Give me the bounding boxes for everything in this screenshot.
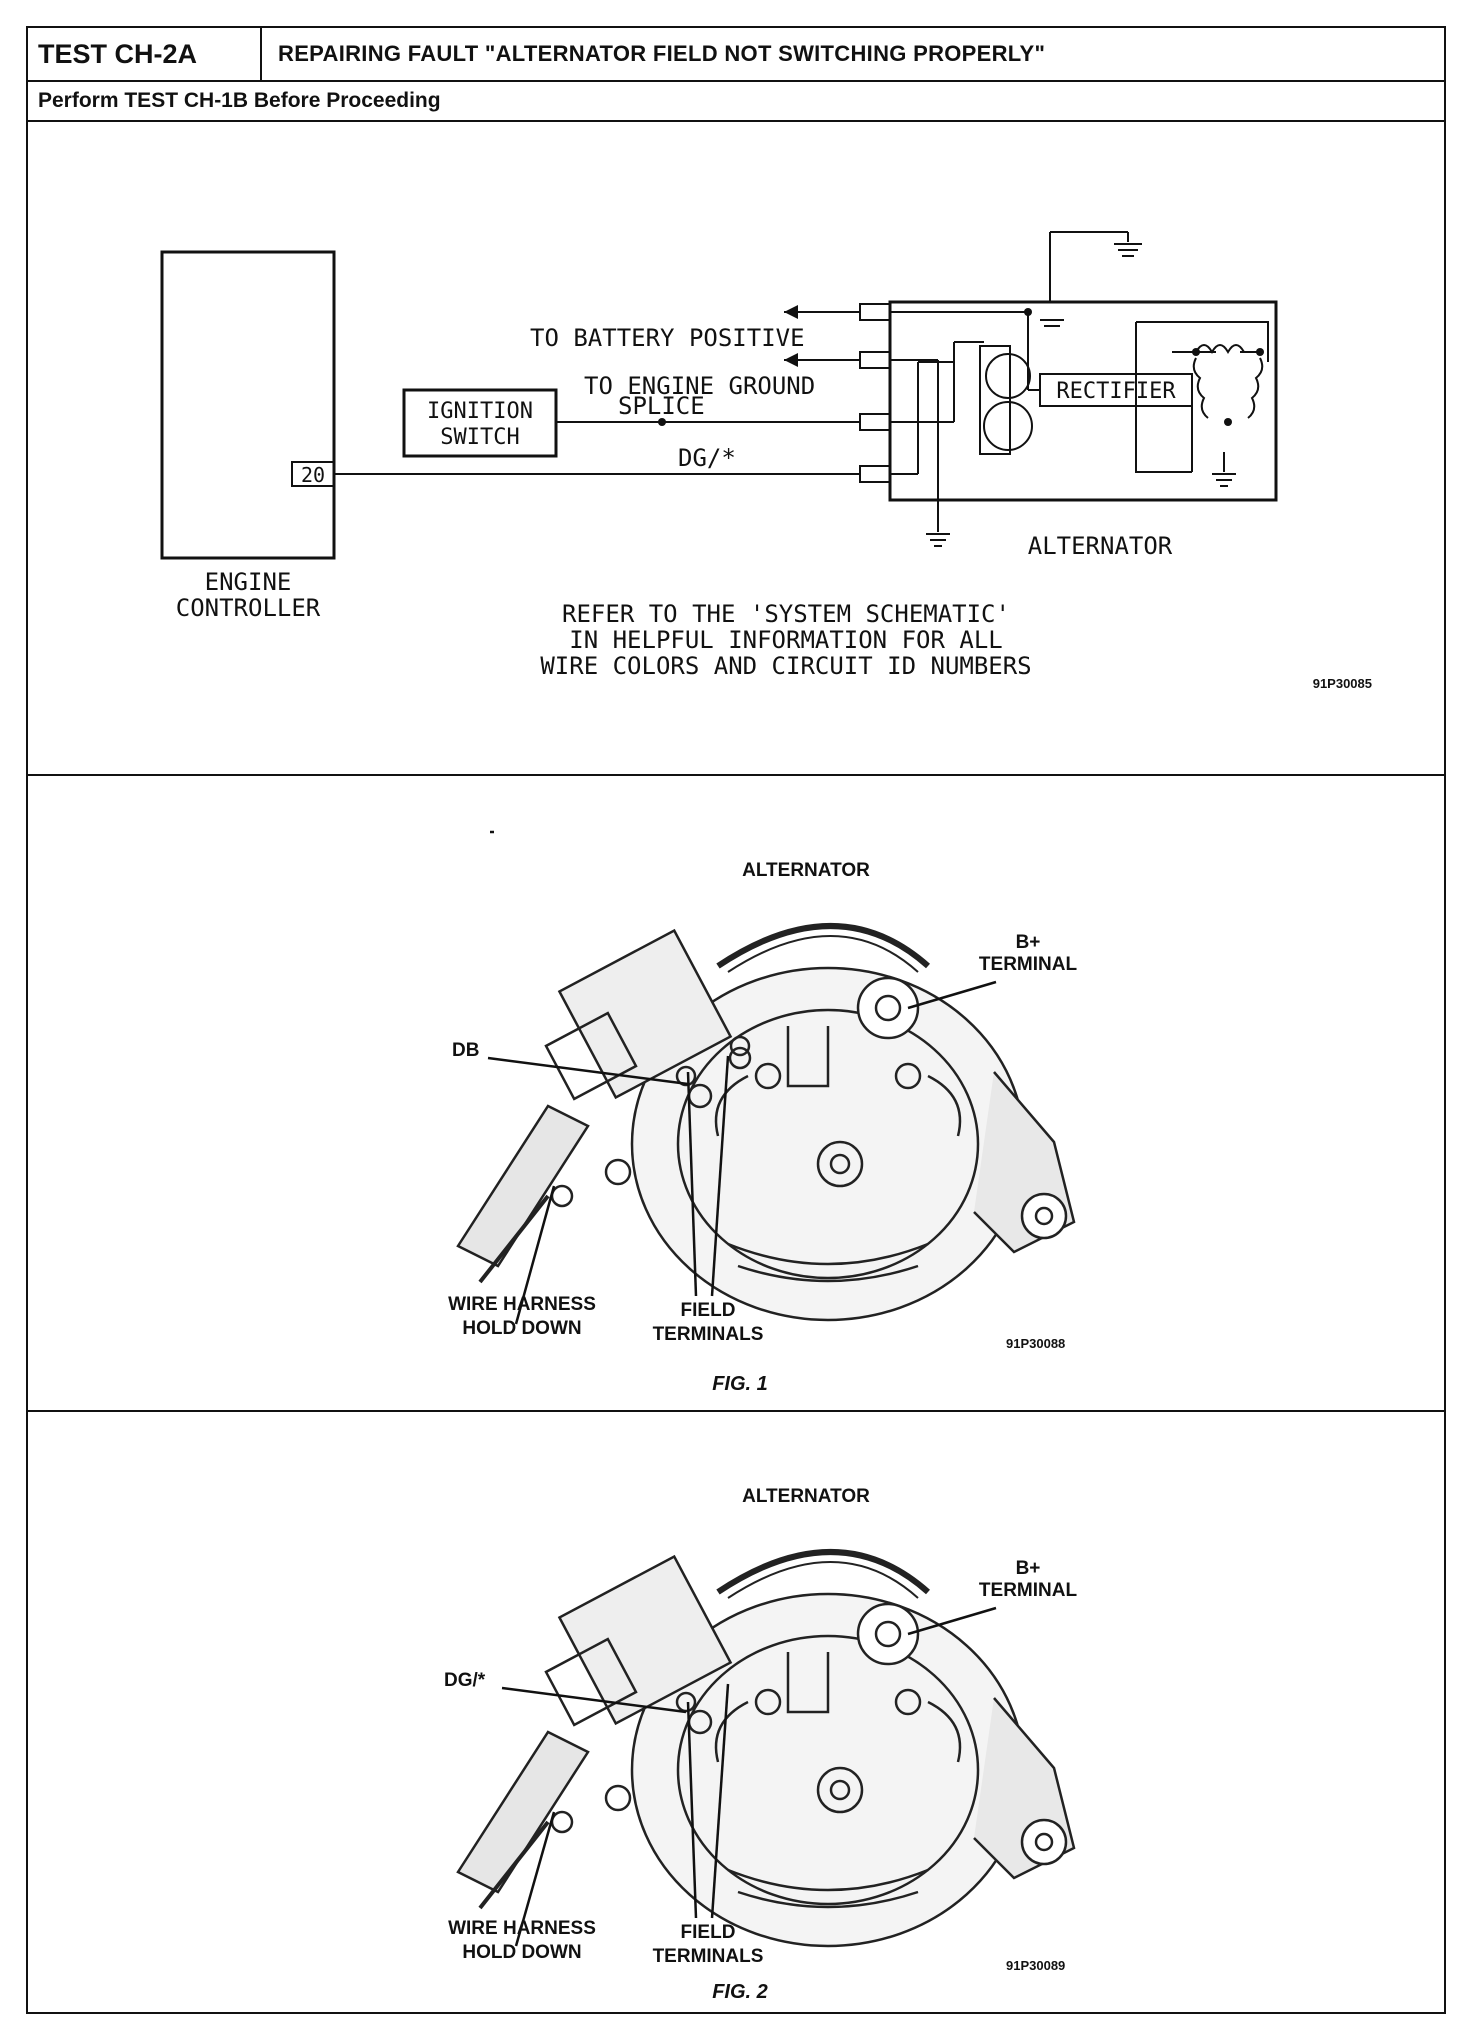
engine-controller-box xyxy=(160,250,336,560)
fig1-harness-2: HOLD DOWN xyxy=(462,1318,581,1339)
note-line-2: IN HELPFUL INFORMATION FOR ALL xyxy=(569,626,1002,654)
figure-1-illustration: ALTERNATOR B+ TERMINAL DB WIRE HARNESS H… xyxy=(448,830,1078,1395)
fig2-harness-1: WIRE HARNESS xyxy=(448,1918,596,1939)
fig2-code: 91P30089 xyxy=(1006,1958,1065,1973)
fig1-field-2: TERMINALS xyxy=(653,1324,764,1345)
fig2-field-1: FIELD xyxy=(681,1922,736,1943)
note-line-1: REFER TO THE 'SYSTEM SCHEMATIC' xyxy=(562,600,1010,628)
fig2-bplus-2: TERMINAL xyxy=(979,1580,1078,1601)
field-pointer-1 xyxy=(686,1071,698,1297)
alternator-box xyxy=(888,300,1278,502)
b-plus-pointer-2 xyxy=(907,1606,997,1636)
field-pointer-2 xyxy=(710,1055,730,1297)
engine-controller-label-2: CONTROLLER xyxy=(176,594,321,622)
figure-1-panel: ALTERNATOR B+ TERMINAL DB WIRE HARNESS H… xyxy=(28,776,1444,1412)
fig1-code: 91P30088 xyxy=(1006,1336,1065,1351)
engine-controller-label-1: ENGINE xyxy=(205,568,292,596)
fig1-caption: FIG. 1 xyxy=(712,1373,768,1395)
wire-pointer xyxy=(487,1056,689,1086)
ignition-label-1: IGNITION xyxy=(427,399,533,424)
fig1-title: ALTERNATOR xyxy=(742,860,870,881)
fig1-bplus-2: TERMINAL xyxy=(979,954,1078,975)
schematic-panel: ENGINE CONTROLLER 20 IGNITION SWITCH TO … xyxy=(28,122,1444,776)
b-plus-pointer xyxy=(907,980,997,1010)
wiring-schematic: ENGINE CONTROLLER 20 IGNITION SWITCH TO … xyxy=(160,231,1372,691)
to-ground-label: TO ENGINE GROUND xyxy=(584,372,815,400)
controller-pin: 20 xyxy=(301,463,325,487)
fig2-caption: FIG. 2 xyxy=(712,1981,768,2003)
field-pointer-4 xyxy=(710,1683,730,1919)
harness-pointer-2 xyxy=(514,1811,556,1947)
harness-pointer xyxy=(514,1185,556,1325)
fig1-wire-label: DB xyxy=(452,1040,479,1061)
header-bar: TEST CH-2A REPAIRING FAULT "ALTERNATOR F… xyxy=(28,28,1444,82)
splice-label: SPLICE xyxy=(618,392,705,420)
fig2-field-2: TERMINALS xyxy=(653,1946,764,1967)
test-id: TEST CH-2A xyxy=(28,28,262,80)
to-battery-label: TO BATTERY POSITIVE xyxy=(530,324,805,352)
alternator-drawing-2 xyxy=(456,1549,1076,1948)
fig2-bplus-1: B+ xyxy=(1016,1558,1041,1579)
diagnostic-page: TEST CH-2A REPAIRING FAULT "ALTERNATOR F… xyxy=(26,26,1446,2014)
alternator-label: ALTERNATOR xyxy=(1028,532,1173,560)
note-line-3: WIRE COLORS AND CIRCUIT ID NUMBERS xyxy=(540,652,1031,680)
fig1-harness-1: WIRE HARNESS xyxy=(448,1294,596,1315)
rectifier-label: RECTIFIER xyxy=(1056,379,1176,404)
figure-2-panel: ALTERNATOR B+ TERMINAL DG/* WIRE HARNESS… xyxy=(28,1412,1444,2014)
field-pointer-3 xyxy=(686,1701,698,1919)
schematic-code: 91P30085 xyxy=(1313,676,1372,691)
fig2-harness-2: HOLD DOWN xyxy=(462,1942,581,1963)
test-title: REPAIRING FAULT "ALTERNATOR FIELD NOT SW… xyxy=(278,41,1046,66)
figure-2-illustration: ALTERNATOR B+ TERMINAL DG/* WIRE HARNESS… xyxy=(444,1486,1078,2003)
alternator-drawing xyxy=(456,923,1076,1322)
ignition-label-2: SWITCH xyxy=(440,425,519,450)
fig2-title: ALTERNATOR xyxy=(742,1486,870,1507)
prerequisite-note: Perform TEST CH-1B Before Proceeding xyxy=(28,82,1444,122)
fig1-field-1: FIELD xyxy=(681,1300,736,1321)
wire-label: DG/* xyxy=(678,444,736,472)
fig1-bplus-1: B+ xyxy=(1016,932,1041,953)
wire-pointer-2 xyxy=(501,1686,687,1714)
fig2-wire-label: DG/* xyxy=(444,1670,486,1691)
